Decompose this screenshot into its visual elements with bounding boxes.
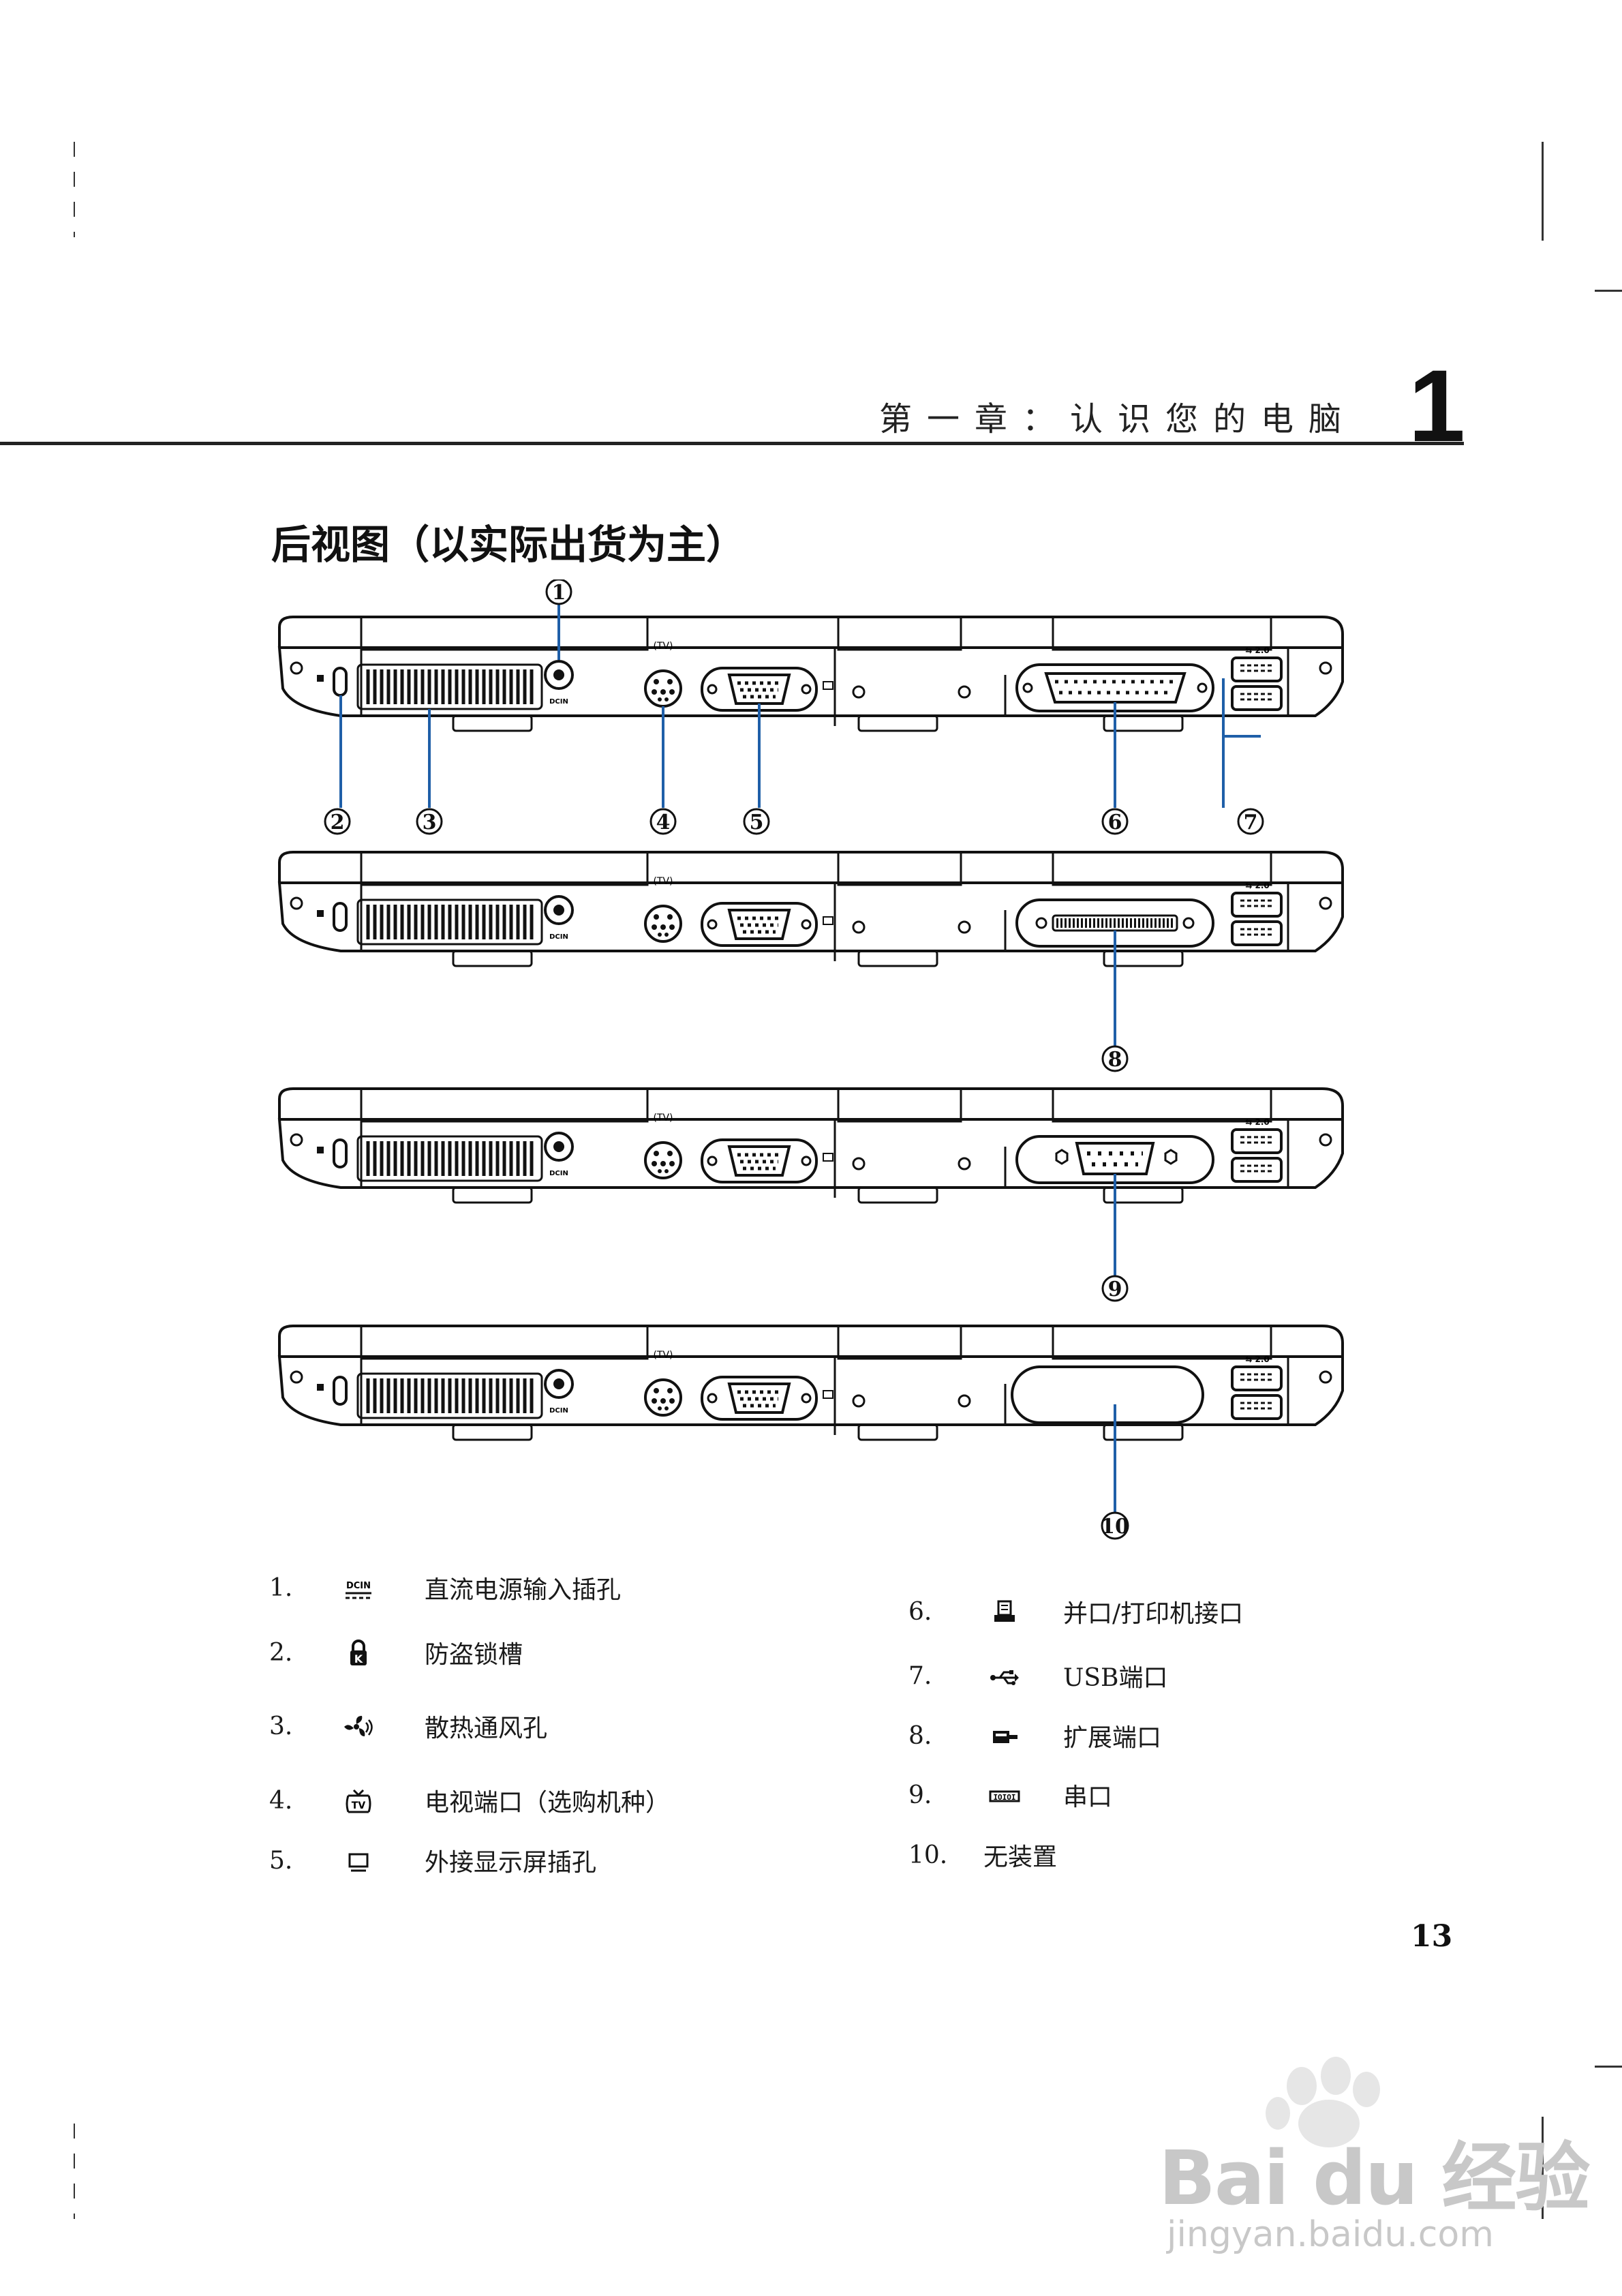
dc-in-icon: DCIN: [346, 1581, 371, 1599]
legend-number: 5.: [269, 1846, 293, 1875]
svg-text:9: 9: [1108, 1278, 1122, 1301]
callout-6: 6: [1101, 808, 1129, 835]
rear-view-2: 8: [279, 852, 1343, 1072]
legend-number: 3.: [269, 1712, 293, 1740]
crop-mark-bottom-left: [74, 2124, 75, 2219]
callout-4: 4: [649, 808, 677, 835]
chapter-title: 第一章：认识您的电脑: [878, 400, 1356, 438]
blank-cover: [1011, 1365, 1204, 1424]
callout-10: 10: [1101, 1511, 1129, 1540]
legend-number: 1.: [269, 1573, 293, 1602]
legend-text: 防盗锁槽: [425, 1641, 523, 1669]
section-title: 后视图（以实际出货为主）: [271, 522, 746, 568]
rear-view-diagram: DCIN (TV) ⇆ 2.0: [259, 579, 1363, 1540]
svg-text:DCIN: DCIN: [346, 1581, 371, 1591]
callout-7: 7: [1237, 808, 1264, 835]
kensington-lock-icon: K: [350, 1640, 367, 1665]
monitor-icon: [348, 1853, 369, 1872]
svg-text:4: 4: [656, 811, 671, 834]
callout-3: 3: [416, 808, 443, 835]
legend-number: 9.: [908, 1781, 932, 1809]
legend-text: 无装置: [983, 1843, 1058, 1871]
svg-text:3: 3: [423, 811, 437, 834]
svg-text:6: 6: [1108, 811, 1122, 834]
crop-mark-top-left: [74, 142, 75, 237]
crop-mark-bottom-right: [1542, 2117, 1544, 2219]
svg-text:8: 8: [1108, 1048, 1122, 1072]
watermark-url: jingyan.baidu.com: [1167, 2214, 1494, 2255]
rear-view-4: 10: [279, 1326, 1343, 1540]
rear-view-1: 1 2 3 4 5 6 7: [279, 579, 1343, 835]
legend-text: 直流电源输入插孔: [425, 1576, 622, 1604]
tv-icon: TV: [346, 1789, 371, 1813]
legend-number: 6.: [908, 1597, 932, 1626]
expansion-port-icon: [993, 1731, 1017, 1743]
callout-1: 1: [545, 579, 572, 605]
callout-9: 9: [1101, 1275, 1129, 1302]
callout-5: 5: [743, 808, 770, 835]
callout-2: 2: [324, 808, 351, 835]
svg-text:10: 10: [1101, 1515, 1129, 1539]
rear-view-3: 9: [279, 1089, 1343, 1302]
legend-number: 7.: [908, 1661, 932, 1690]
fan-vent-icon: [344, 1716, 373, 1736]
svg-text:5: 5: [750, 811, 764, 834]
printer-icon: [994, 1600, 1015, 1622]
legend-number: 10.: [908, 1841, 948, 1869]
svg-text:TV: TV: [352, 1800, 366, 1811]
watermark-brand: Bai du 经验: [1159, 2134, 1590, 2222]
legend-number: 4.: [269, 1786, 293, 1815]
header-rule: [0, 442, 1464, 445]
callout-8: 8: [1101, 1045, 1129, 1072]
serial-port-icon: IOIOI: [989, 1790, 1020, 1802]
page-number: 13: [1411, 1919, 1453, 1954]
svg-text:1: 1: [552, 581, 566, 605]
legend-text: 并口/打印机接口: [1063, 1600, 1244, 1628]
chapter-number: 1: [1408, 348, 1465, 463]
legend-number: 8.: [908, 1721, 932, 1750]
legend-number: 2.: [269, 1638, 293, 1667]
usb-icon: [990, 1670, 1019, 1685]
legend-text: 扩展端口: [1063, 1724, 1162, 1752]
legend-text: 外接显示屏插孔: [425, 1849, 597, 1877]
crop-mark-top-right: [1542, 142, 1544, 241]
baidu-paw-watermark-icon: [1266, 2057, 1380, 2147]
crop-mark-right-tick-top: [1595, 290, 1622, 292]
legend-text: 电视端口（选购机种）: [425, 1789, 671, 1817]
legend-text: 散热通风孔: [425, 1715, 548, 1742]
svg-text:IOIOI: IOIOI: [993, 1793, 1015, 1802]
crop-mark-right-tick-bottom: [1595, 2066, 1622, 2068]
legend-text: 串口: [1063, 1783, 1113, 1811]
legend-text: USB端口: [1063, 1664, 1168, 1692]
svg-text:7: 7: [1244, 811, 1258, 834]
svg-text:K: K: [354, 1652, 363, 1665]
svg-text:2: 2: [331, 811, 345, 834]
